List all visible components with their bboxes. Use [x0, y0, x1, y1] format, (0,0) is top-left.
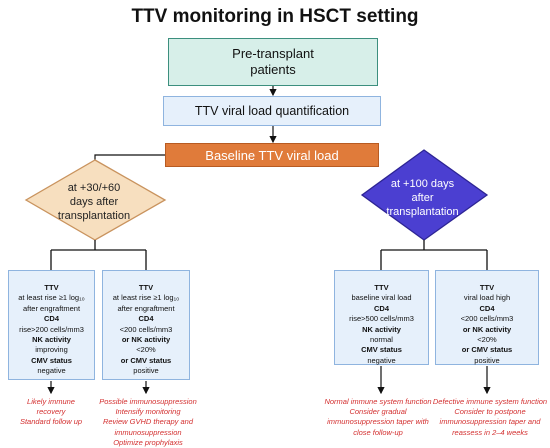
card-late-normal: TTV baseline viral load CD4 rise>500 cel… [334, 270, 429, 365]
outcome4-line: immunosuppression taper and [439, 417, 541, 427]
card3-line: rise>500 cells/mm3 [349, 314, 414, 324]
node-quantification: TTV viral load quantification [163, 96, 381, 126]
card2-line: at least rise ≥1 log₁₀ [112, 293, 180, 303]
decision-right: at +100 days after transplantation [360, 160, 485, 235]
decision-left: at +30/+60 days after transplantation [28, 162, 160, 242]
card1-line: after engraftment [22, 303, 81, 313]
decision-right-line-3: transplantation [386, 205, 459, 218]
outcome1-line: recovery [36, 407, 66, 417]
outcome3-line: immunosuppression taper with [327, 417, 429, 427]
card2-line: <200 cells/mm3 [119, 324, 173, 334]
card1-line: CD4 [43, 314, 59, 324]
card4-line: <200 cells/mm3 [460, 314, 514, 324]
card3-line: negative [367, 355, 396, 365]
outcome2-line: immunosuppression [114, 427, 182, 437]
card3-line: normal [370, 335, 393, 345]
outcome3-line: close follow-up [353, 427, 403, 437]
card2-line: TTV [138, 283, 154, 292]
card1-line: improving [35, 345, 68, 355]
outcome-late-defective: Defective immune system function Conside… [430, 397, 550, 438]
card1-line: at least rise ≥1 log₁₀ [18, 293, 85, 303]
outcome3-line: Consider gradual [349, 407, 407, 417]
diagram-title: TTV monitoring in HSCT setting [131, 6, 419, 27]
outcome2-line: Intensify monitoring [115, 407, 181, 417]
card1-line: CMV status [31, 355, 72, 365]
baseline-label: Baseline TTV viral load [205, 147, 339, 163]
decision-left-line-2: days after [69, 196, 119, 208]
pre-transplant-line-1: Pre-transplant [232, 46, 314, 61]
quantification-label: TTV viral load quantification [194, 104, 350, 118]
outcome2-line: Review GVHD therapy and [102, 417, 194, 427]
card2-line: <20% [136, 345, 156, 355]
outcome1-line: Standard follow up [19, 417, 83, 427]
outcome2-line: Possible immunosuppression [99, 397, 197, 406]
card1-line: rise>200 cells/mm3 [19, 324, 84, 334]
card4-line: or CMV status [461, 345, 513, 355]
card1-line: negative [37, 366, 66, 376]
card3-line: CD4 [373, 303, 389, 313]
outcome-late-normal: Normal immune system function Consider g… [318, 397, 438, 438]
line-base-to-left [94, 154, 165, 160]
outcome-early-recovery: Likely immune recovery Standard follow u… [0, 397, 102, 428]
card1-line: TTV [44, 283, 59, 292]
card3-line: NK activity [362, 324, 401, 334]
decision-right-line-2: after [411, 191, 434, 204]
card-early-immunosuppression: TTV at least rise ≥1 log₁₀ after engraft… [102, 270, 190, 380]
card-early-recovery: TTV at least rise ≥1 log₁₀ after engraft… [8, 270, 95, 380]
pre-transplant-line-2: patients [250, 62, 296, 77]
card2-line: CD4 [138, 314, 154, 324]
card4-line: positive [474, 355, 500, 365]
card3-line: TTV [374, 283, 389, 292]
card3-line: baseline viral load [351, 293, 412, 303]
card2-line: or CMV status [120, 355, 172, 365]
card4-line: or NK activity [462, 324, 512, 334]
card4-line: TTV [479, 283, 495, 292]
outcome4-line: Defective immune system function [432, 397, 548, 406]
card4-line: <20% [477, 335, 497, 345]
outcome2-line: Optimize prophylaxis [113, 437, 183, 447]
decision-right-line-1: at +100 days [390, 177, 455, 190]
decision-left-line-3: transplantation [57, 210, 131, 222]
card3-line: CMV status [361, 345, 402, 355]
node-pre-transplant: Pre-transplant patients [168, 38, 378, 86]
outcome-early-immunosuppression: Possible immunosuppression Intensify mon… [88, 397, 208, 448]
card2-line: after engraftment [117, 303, 175, 313]
card4-line: CD4 [479, 303, 495, 313]
decision-left-line-1: at +30/+60 [67, 182, 121, 194]
card2-line: positive [133, 366, 159, 376]
outcome4-line: reassess in 2–4 weeks [452, 427, 528, 437]
card1-line: NK activity [32, 335, 71, 345]
card2-line: or NK activity [121, 335, 171, 345]
outcome3-line: Normal immune system function [324, 397, 432, 406]
card-late-defective: TTV viral load high CD4 <200 cells/mm3 o… [435, 270, 539, 365]
node-baseline: Baseline TTV viral load [165, 143, 379, 167]
card4-line: viral load high [463, 293, 511, 303]
outcome1-line: Likely immune [27, 397, 75, 406]
outcome4-line: Consider to postpone [454, 407, 526, 417]
